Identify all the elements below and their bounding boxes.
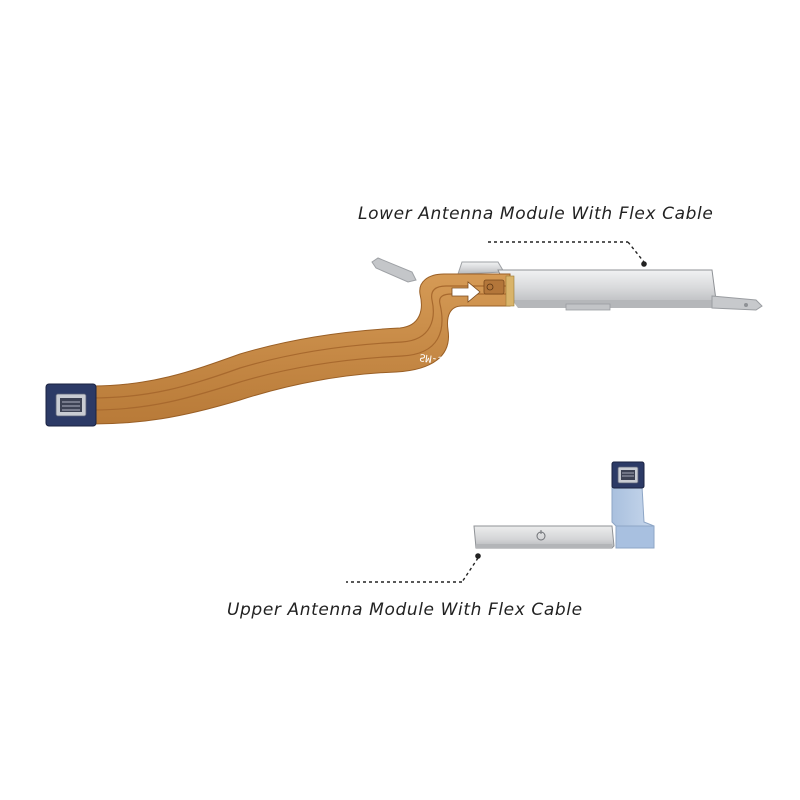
lower-flex-cable <box>49 273 511 425</box>
lower-mount-tab-right <box>711 295 763 311</box>
lower-antenna-module: SM-S918U MMW V REV0.2A S128 1HS1 <box>45 257 763 427</box>
upper-module-caption: Upper Antenna Module With Flex Cable <box>227 600 583 620</box>
lower-bar-connector-icon <box>483 279 505 295</box>
upper-antenna-module <box>473 461 655 549</box>
upper-metal-bar <box>473 525 615 549</box>
lower-module-caption: Lower Antenna Module With Flex Cable <box>358 204 714 224</box>
lower-top-bracket <box>457 261 505 275</box>
lower-leader-dot <box>641 261 647 267</box>
lower-mount-tab-left <box>371 257 417 283</box>
upper-leader <box>346 553 481 583</box>
arrow-marker-icon <box>451 281 481 303</box>
flex-print-line1: SM-S918U MMW V REV0.2A <box>419 351 552 380</box>
lower-leader <box>488 241 647 267</box>
upper-leader-dot <box>475 553 481 559</box>
